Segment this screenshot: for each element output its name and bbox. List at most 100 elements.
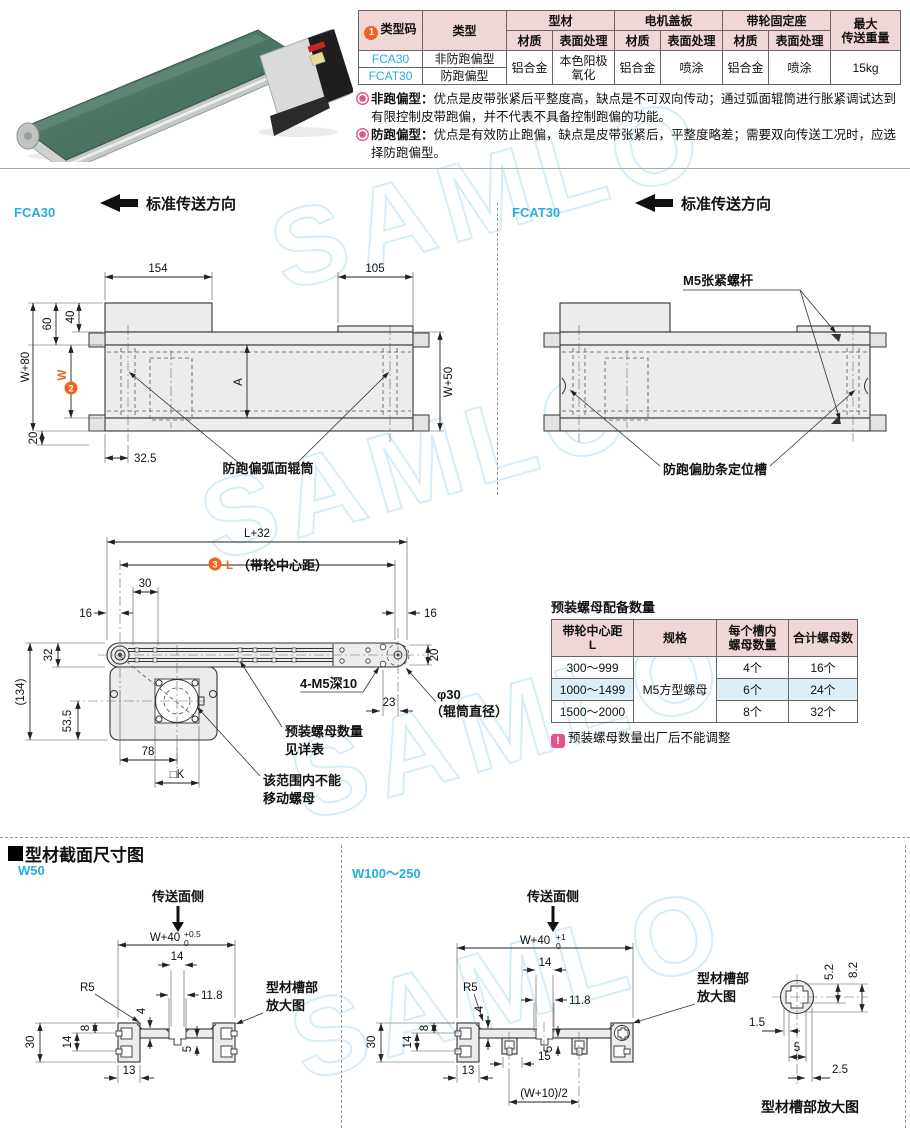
dim-r5: R5 [80, 982, 95, 994]
w50-end-slots [115, 1027, 238, 1058]
w100-label: W100～250 [352, 866, 421, 881]
direction-arrow-icon [100, 194, 138, 212]
nut-header-total: 合计螺母数 [788, 619, 858, 657]
dim-32-5: 32.5 [134, 453, 156, 465]
nut-per-slot: 6个 [716, 678, 789, 701]
header-surface: 表面处理 [660, 30, 724, 51]
dim-w40-tol-sub: 0 [184, 938, 189, 948]
nut-per-slot: 8个 [716, 700, 789, 723]
note-bullet-icon [356, 92, 369, 105]
type-fcat30: 防跑偏型 [422, 67, 507, 85]
nut-total: 24个 [788, 678, 858, 701]
dim-14: 14 [171, 951, 184, 963]
bottom-column-divider [341, 845, 342, 1128]
type-code-fca30: FCA30 [358, 50, 423, 68]
fca30-drawing: 154 105 W+80 60 40 2 W 20 32.5 [20, 263, 455, 476]
dim-11-8: 11.8 [569, 995, 591, 1007]
w100-slot-zoom-label-2: 放大图 [696, 989, 736, 1004]
roller-bolt [24, 132, 32, 140]
badge-2-icon [64, 381, 78, 395]
header-type: 类型 [422, 10, 507, 51]
pulley-surface: 喷涂 [768, 50, 832, 85]
dim-30: 30 [366, 1036, 378, 1049]
direction-arrow-icon [635, 194, 673, 212]
dim-l: L [226, 560, 233, 572]
dim-134: (134) [15, 678, 27, 705]
nut-range: 1500～2000 [551, 700, 634, 723]
dim-105: 105 [365, 263, 384, 275]
fcat30-drawing: M5张紧螺杆 防跑偏肋条定位槽 [543, 273, 887, 477]
brand-logo [307, 41, 326, 53]
dim-w40-tol-sup: +0.5 [184, 929, 201, 939]
dim-8-2: 8.2 [848, 962, 860, 978]
fcat30-label: FCAT30 [512, 205, 560, 220]
motor-label [309, 51, 326, 67]
type-code-fcat30: FCAT30 [358, 67, 423, 85]
note-non-tracking: 非跑偏型：优点是皮带张紧后平整度高，缺点是不可双向传动；通过弧面辊筒进行胀紧调试… [356, 91, 908, 126]
preinstalled-nuts-label-1: 预装螺母数量 [285, 724, 363, 739]
dim-8: 8 [419, 1025, 431, 1031]
nut-spec: M5方型螺母 [633, 656, 717, 723]
dim-40: 40 [65, 311, 77, 324]
conveyor-belt [20, 29, 304, 161]
dim-30: 30 [139, 578, 152, 590]
product-notes: 非跑偏型：优点是皮带张紧后平整度高，缺点是不可双向传动；通过弧面辊筒进行胀紧调试… [356, 91, 908, 163]
dim-60: 60 [42, 318, 54, 331]
header-material: 材质 [506, 30, 553, 51]
note-text: 优点是有效防止跑偏，缺点是皮带张紧后，平整度略差；需要双向传送工况时，应选择防跑… [371, 128, 897, 160]
note-label: 非跑偏型： [371, 92, 434, 106]
dim-l32: L+32 [244, 528, 270, 540]
dim-16-right: 16 [424, 608, 437, 620]
dim-53-5: 53.5 [62, 710, 74, 732]
m5-holes-label: 4-M5深10 [300, 676, 357, 691]
header-motor-cover: 电机盖板 [614, 10, 724, 31]
dim-5: 5 [543, 1046, 555, 1052]
badge-1: 1 [364, 25, 379, 40]
profile-drawings: 传送面侧 W+40 +0.5 0 [25, 889, 868, 1115]
fca30-label: FCA30 [14, 205, 55, 220]
pulley-material: 铝合金 [722, 50, 770, 85]
dim-w40-tol-sub: 0 [556, 941, 561, 951]
w100-slot-zoom-label-1: 型材槽部 [697, 971, 749, 986]
dim-r5: R5 [463, 982, 478, 994]
slot-nuts [134, 647, 297, 663]
dim-154: 154 [148, 263, 168, 275]
fcat30-direction: 标准传送方向 [680, 195, 771, 213]
nut-total: 32个 [788, 700, 858, 723]
w100-end-slots [454, 1025, 631, 1058]
nut-header-per-slot: 每个槽内螺母数量 [716, 619, 789, 657]
dim-13: 13 [462, 1065, 475, 1077]
header-surface: 表面处理 [768, 30, 832, 51]
header-pulley-seat: 带轮固定座 [722, 10, 832, 31]
w100-drawing: 传送面侧 W+40 +1 0 [366, 889, 749, 1108]
down-arrow-icon [172, 922, 184, 932]
slot-detail-drawing: 5.2 8.2 1.5 5 2.5 型材槽部放大图 [749, 962, 868, 1115]
nut-total: 16个 [788, 656, 858, 679]
product-photo [16, 29, 353, 162]
dim-78: 78 [142, 746, 155, 758]
w50-slot-zoom-label-1: 型材槽部 [266, 980, 318, 995]
dim-5: 5 [182, 1046, 194, 1052]
dim-5: 5 [794, 1042, 800, 1054]
preinstalled-nuts-label-2: 见详表 [285, 742, 325, 757]
dim-4: 4 [136, 1007, 148, 1014]
dim-w40: W+40 [150, 932, 180, 944]
type-fca30: 非防跑偏型 [422, 50, 507, 68]
down-arrow-icon [547, 922, 559, 932]
dim-20: 20 [28, 432, 40, 445]
dim-5-2: 5.2 [824, 964, 836, 980]
header-profile: 型材 [505, 10, 616, 31]
bottom-right-divider [905, 845, 906, 1128]
fcat30-rib-label: 防跑偏肋条定位槽 [663, 462, 767, 477]
top-drawings: FCA30 标准传送方向 FCAT30 标准传送方向 [14, 194, 887, 477]
fcat30-m5-label: M5张紧螺杆 [683, 273, 753, 288]
dim-11-8: 11.8 [201, 990, 223, 1002]
note-bullet-icon [356, 128, 369, 141]
fca30-direction: 标准传送方向 [145, 195, 236, 213]
